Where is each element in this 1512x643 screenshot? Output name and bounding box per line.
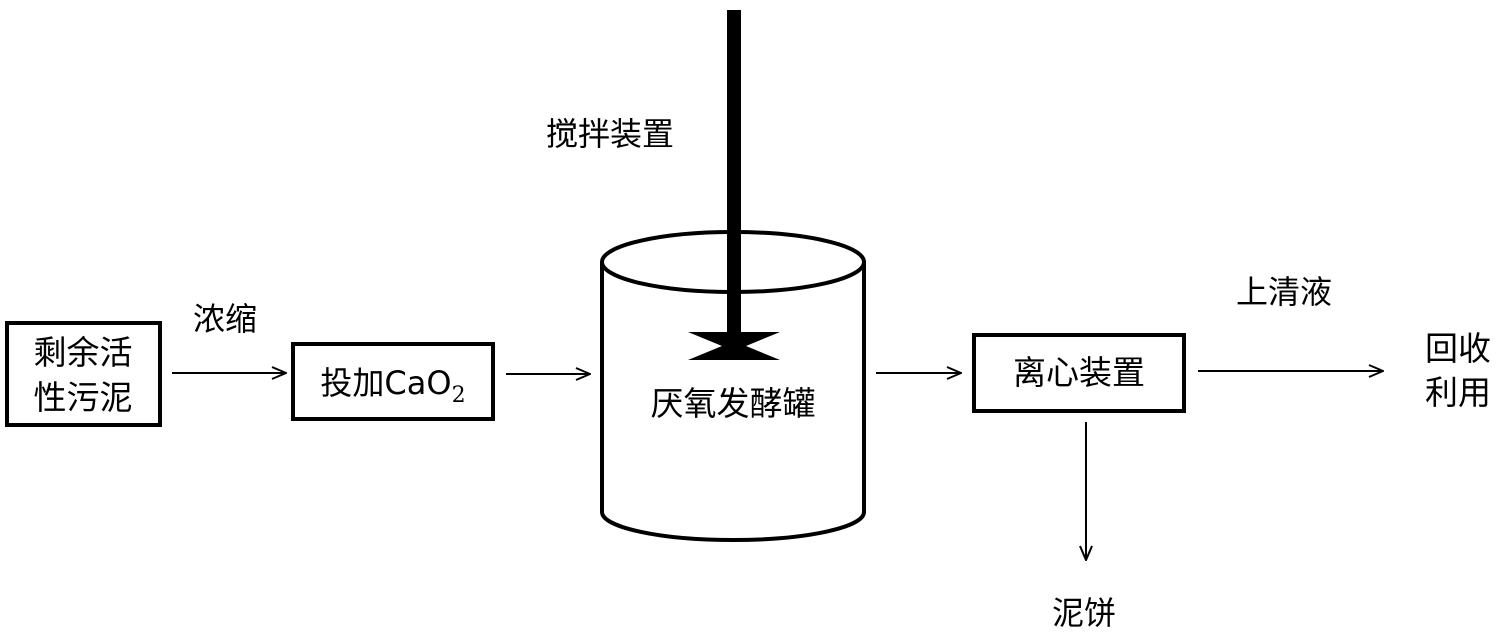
centrifuge-label: 离心装置	[1013, 353, 1145, 392]
dosing-label-subscript: 2	[452, 383, 466, 408]
sludge-box	[5, 321, 162, 427]
concentrate-label: 浓缩	[193, 300, 257, 338]
sludge-label-line1: 剩余活	[34, 333, 133, 372]
reuse-label-line2: 利用	[1425, 373, 1491, 412]
centrifuge-box	[972, 333, 1186, 413]
stirrer-shaft	[727, 10, 741, 348]
dosing-label-main: 投加CaO	[320, 364, 451, 402]
dosing-box	[291, 342, 495, 421]
tank-label: 厌氧发酵罐	[651, 384, 816, 423]
dosing-label: 投加CaO2	[320, 364, 465, 408]
stirrer-impeller	[688, 332, 780, 360]
cake-label: 泥饼	[1052, 594, 1116, 632]
sludge-label-line2: 性污泥	[34, 378, 133, 417]
tank-bottom	[600, 511, 866, 542]
supernatant-label: 上清液	[1236, 273, 1332, 311]
stirrer-label: 搅拌装置	[546, 115, 674, 153]
reuse-label-line1: 回收	[1425, 329, 1491, 368]
